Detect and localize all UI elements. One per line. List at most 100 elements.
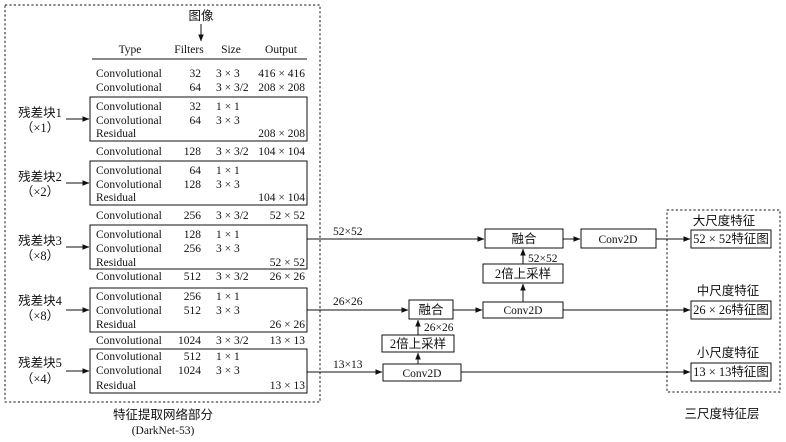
residual-block-4-label: 残差块4 （×8）	[18, 294, 90, 323]
cell-type: Convolutional	[96, 305, 162, 317]
table-row-19: Convolutional 512 1 × 1	[96, 351, 240, 363]
cell-filters: 32	[190, 68, 202, 80]
residual-block-5-box	[89, 348, 308, 394]
cell-type: Convolutional	[96, 243, 162, 255]
edge-label-up-26: 26×26	[424, 322, 454, 334]
cell-type: Convolutional	[96, 82, 162, 94]
outputs-container	[666, 209, 781, 393]
cell-filters: 32	[190, 101, 202, 113]
table-row-17: Residual 26 × 26	[96, 319, 305, 331]
block-repeat: （×8）	[21, 309, 59, 323]
cell-output: 104 × 104	[258, 192, 305, 204]
table-row-8: Convolutional 128 3 × 3	[96, 179, 240, 191]
cell-output: 416 × 416	[258, 68, 305, 80]
large-scale-label: 52 × 52特征图	[693, 231, 769, 246]
cell-size: 1 × 1	[216, 291, 240, 303]
cell-type: Convolutional	[96, 179, 162, 191]
residual-block-5-label: 残差块5 （×4）	[18, 356, 90, 386]
cell-size: 1 × 1	[216, 351, 240, 363]
block-repeat: （×4）	[21, 372, 59, 386]
cell-type: Convolutional	[96, 229, 162, 241]
cell-output: 52 × 52	[270, 257, 305, 269]
backbone-caption: 特征提取网络部分	[113, 407, 213, 422]
table-row-2: Convolutional 64 3 × 3/2 208 × 208	[96, 82, 305, 94]
block-name: 残差块5	[18, 356, 62, 370]
residual-block-1-box	[89, 96, 308, 142]
cell-size: 3 × 3	[216, 243, 240, 255]
cell-size: 3 × 3/2	[216, 210, 249, 222]
table-row-16: Convolutional 512 3 × 3	[96, 305, 240, 317]
block-name: 残差块4	[18, 294, 63, 308]
table-row-10: Convolutional 256 3 × 3/2 52 × 52	[96, 210, 305, 222]
cell-size: 1 × 1	[216, 165, 240, 177]
cell-type: Convolutional	[96, 351, 162, 363]
cell-filters: 256	[184, 210, 202, 222]
cell-type: Convolutional	[96, 210, 162, 222]
table-row-13: Residual 52 × 52	[96, 257, 305, 269]
upsample-mid-label: 2倍上采样	[390, 336, 446, 351]
cell-size: 3 × 3/2	[216, 271, 249, 283]
small-scale-box	[690, 362, 772, 382]
cell-size: 1 × 1	[216, 101, 240, 113]
edge-label-52: 52×52	[333, 226, 363, 238]
cell-size: 3 × 3/2	[216, 146, 249, 158]
cell-type: Convolutional	[96, 165, 162, 177]
cell-filters: 512	[184, 271, 202, 283]
cell-filters: 512	[184, 351, 202, 363]
medium-scale-label: 26 × 26特征图	[693, 302, 769, 317]
table-row-3: Convolutional 32 1 × 1	[96, 101, 240, 113]
cell-type: Residual	[96, 192, 136, 204]
conv-mid-label: Conv2D	[504, 305, 543, 317]
cell-output: 104 × 104	[258, 146, 305, 158]
cell-type: Convolutional	[96, 335, 162, 347]
cell-size: 3 × 3/2	[216, 335, 249, 347]
cell-filters: 128	[184, 229, 202, 241]
cell-type: Residual	[96, 128, 136, 140]
cell-type: Convolutional	[96, 68, 162, 80]
small-scale-label: 13 × 13特征图	[693, 364, 769, 379]
large-scale-title: 大尺度特征	[693, 213, 756, 228]
table-row-14: Convolutional 512 3 × 3/2 26 × 26	[96, 271, 305, 283]
cell-filters: 512	[184, 305, 202, 317]
cell-type: Convolutional	[96, 101, 162, 113]
conv-bot-label: Conv2D	[403, 368, 442, 380]
outputs-caption: 三尺度特征层	[684, 406, 759, 421]
cell-type: Convolutional	[96, 115, 162, 127]
residual-block-2-box	[89, 160, 308, 206]
cell-filters: 128	[184, 179, 202, 191]
input-label: 图像	[188, 9, 214, 23]
cell-filters: 256	[184, 243, 202, 255]
cell-size: 3 × 3	[216, 115, 240, 127]
backbone-subcaption: (DarkNet-53)	[132, 425, 195, 437]
cell-type: Residual	[96, 380, 136, 392]
header-output: Output	[265, 44, 298, 56]
fuse-mid-label: 融合	[418, 302, 444, 317]
fuse-top-label: 融合	[511, 231, 537, 246]
edge-label-up-52: 52×52	[528, 253, 558, 265]
cell-type: Convolutional	[96, 365, 162, 377]
cell-size: 3 × 3	[216, 179, 240, 191]
medium-scale-box	[690, 300, 772, 320]
edge-label-13: 13×13	[333, 359, 363, 371]
cell-size: 3 × 3/2	[216, 82, 249, 94]
table-row-1: Convolutional 32 3 × 3 416 × 416	[96, 68, 305, 80]
header-filters: Filters	[174, 44, 204, 56]
cell-output: 52 × 52	[270, 210, 305, 222]
table-row-11: Convolutional 128 1 × 1	[96, 229, 240, 241]
block-repeat: （×8）	[21, 249, 59, 263]
residual-block-3-label: 残差块3 （×8）	[18, 234, 90, 263]
header-type: Type	[119, 44, 142, 56]
upsample-top-label: 2倍上采样	[495, 266, 551, 281]
residual-block-3-box	[89, 224, 308, 270]
table-row-6: Convolutional 128 3 × 3/2 104 × 104	[96, 146, 305, 158]
block-repeat: （×2）	[21, 185, 59, 199]
conv-top-label: Conv2D	[599, 234, 638, 246]
cell-output: 13 × 13	[270, 335, 305, 347]
table-row-9: Residual 104 × 104	[96, 192, 305, 204]
cell-filters: 64	[190, 115, 202, 127]
residual-block-2-label: 残差块2 （×2）	[18, 170, 90, 199]
cell-output: 26 × 26	[270, 319, 305, 331]
table-row-15: Convolutional 256 1 × 1	[96, 291, 240, 303]
